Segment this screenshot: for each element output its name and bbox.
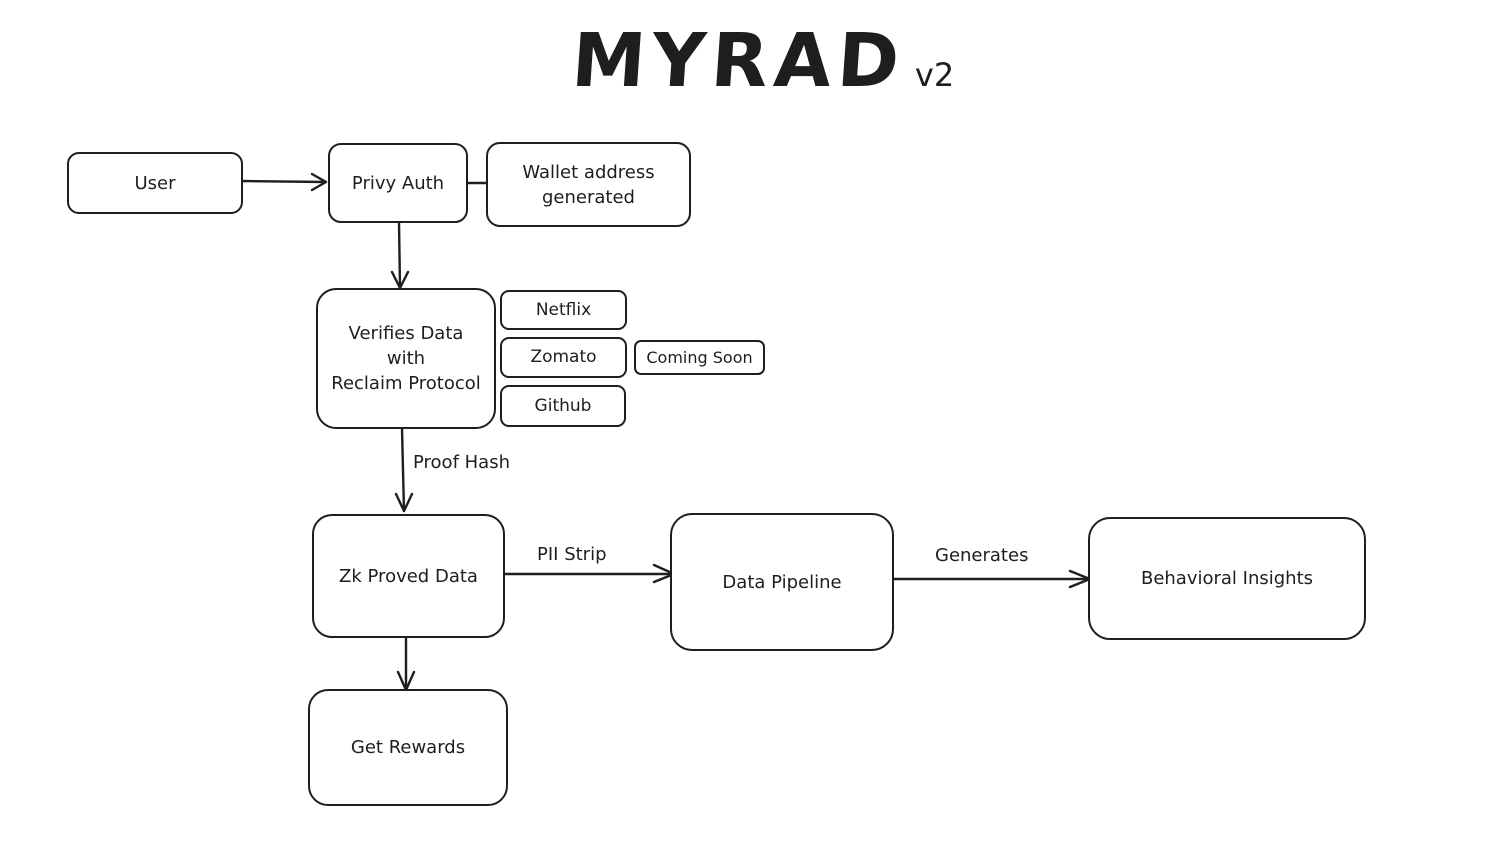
arrow-privy-to-verifies	[397, 220, 402, 290]
arrowhead-pipeline-to-insights	[1068, 569, 1092, 589]
node-get-rewards: Get Rewards	[308, 689, 508, 806]
title-main: MYRAD	[568, 18, 908, 104]
arrow-user-to-privy	[240, 179, 328, 184]
arrowhead-verifies-to-zk	[394, 492, 414, 513]
node-privy-auth: Privy Auth	[328, 143, 468, 223]
node-user: User	[67, 152, 243, 214]
node-zomato: Zomato	[500, 337, 627, 378]
node-wallet-address: Wallet address generated	[486, 142, 691, 227]
node-verifies-data: Verifies Data with Reclaim Protocol	[316, 288, 496, 429]
title-version: v2	[914, 56, 955, 94]
arrowhead-zk-to-rewards	[396, 670, 416, 692]
node-github: Github	[500, 385, 626, 427]
arrowhead-privy-to-verifies	[390, 270, 410, 290]
node-zk-proved-data: Zk Proved Data	[312, 514, 505, 638]
node-behavioral-insights: Behavioral Insights	[1088, 517, 1366, 640]
label-generates: Generates	[935, 545, 1029, 566]
node-data-pipeline: Data Pipeline	[670, 513, 894, 651]
arrowhead-user-to-privy	[310, 172, 328, 192]
node-coming-soon: Coming Soon	[634, 340, 765, 375]
label-pii-strip: PII Strip	[537, 544, 607, 565]
arrow-verifies-to-zk	[400, 426, 406, 513]
node-netflix: Netflix	[500, 290, 627, 330]
diagram-title: MYRAD v2	[568, 18, 955, 108]
label-proof-hash: Proof Hash	[413, 452, 510, 473]
